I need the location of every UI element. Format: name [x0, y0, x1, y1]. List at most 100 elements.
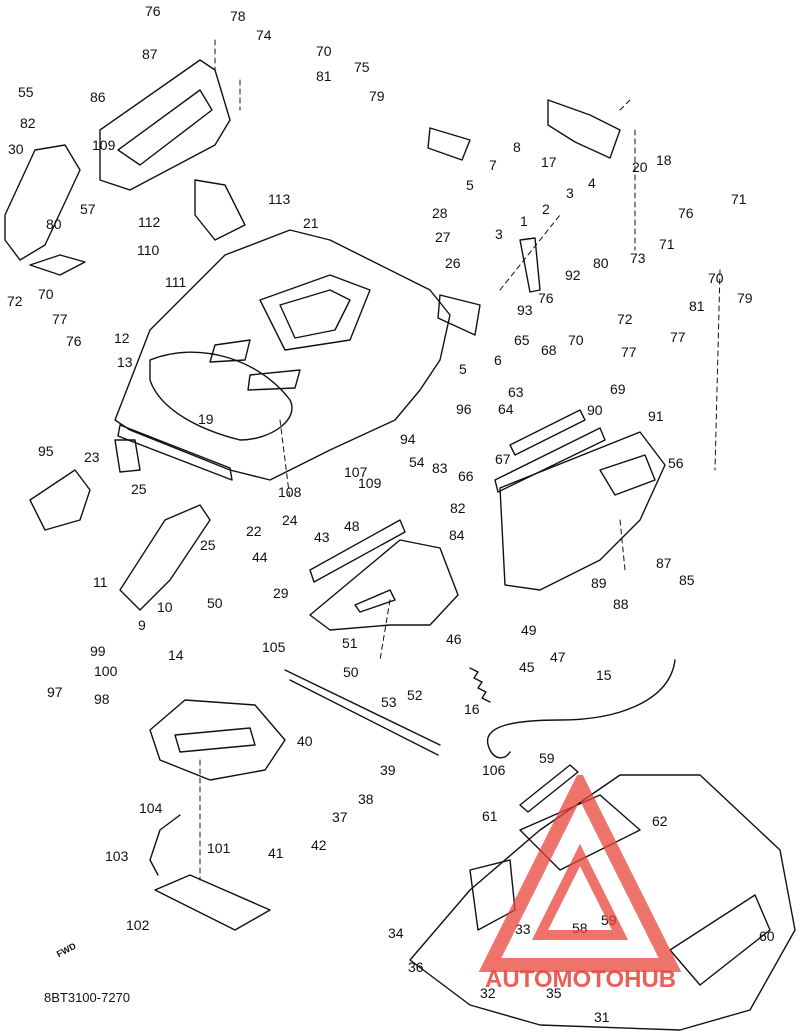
part-callout-7: 7: [489, 157, 497, 173]
part-callout-43: 43: [314, 529, 330, 545]
part-callout-94: 94: [400, 431, 416, 447]
part-callout-47: 47: [550, 649, 566, 665]
side-panel-strip: [494, 427, 606, 493]
part-callout-77: 77: [621, 344, 637, 360]
part-callout-102: 102: [126, 917, 150, 933]
part-callout-45: 45: [519, 659, 535, 675]
part-callout-83: 83: [432, 460, 448, 476]
part-callout-113: 113: [268, 191, 291, 207]
floor-mat: [154, 874, 271, 931]
part-callout-104: 104: [139, 800, 163, 816]
part-callout-105: 105: [262, 639, 286, 655]
clip-bracket-part: [29, 254, 86, 276]
rear-bracket-part: [99, 59, 231, 191]
part-callout-81: 81: [316, 68, 332, 84]
hood-panel: [114, 229, 451, 481]
part-callout-9: 9: [138, 617, 146, 633]
part-callout-35: 35: [546, 985, 562, 1001]
part-callout-25: 25: [131, 481, 147, 497]
part-callout-33: 33: [515, 921, 531, 937]
part-callout-92: 92: [565, 267, 581, 283]
part-callout-1: 1: [520, 213, 528, 229]
hood-vent-outer: [259, 274, 371, 351]
part-callout-99: 99: [90, 643, 106, 659]
rear-bracket-inner: [117, 89, 213, 166]
part-callout-75: 75: [354, 59, 370, 75]
part-callout-74: 74: [256, 27, 272, 43]
linkage-rod: [284, 669, 441, 746]
part-callout-81: 81: [689, 298, 705, 314]
part-callout-98: 98: [94, 691, 110, 707]
part-callout-59: 59: [539, 750, 555, 766]
part-callout-76: 76: [145, 3, 161, 19]
inner-duct-rail: [309, 519, 406, 583]
part-callout-46: 46: [446, 631, 462, 647]
hood-side-vent-2: [247, 369, 301, 391]
part-callout-4: 4: [588, 175, 596, 191]
part-callout-79: 79: [369, 88, 385, 104]
lower-fender: [409, 774, 796, 1031]
bumper-lip: [117, 424, 233, 481]
inner-duct: [309, 539, 459, 631]
part-callout-97: 97: [47, 684, 63, 700]
part-callout-101: 101: [207, 840, 231, 856]
left-brace: [119, 504, 211, 611]
part-callout-90: 90: [587, 402, 603, 418]
part-callout-64: 64: [498, 401, 514, 417]
part-callout-63: 63: [508, 384, 524, 400]
part-callout-25: 25: [200, 537, 216, 553]
part-callout-72: 72: [617, 311, 633, 327]
part-callout-95: 95: [38, 443, 54, 459]
part-callout-17: 17: [541, 154, 557, 170]
part-callout-30: 30: [8, 141, 24, 157]
part-callout-70: 70: [38, 286, 54, 302]
part-callout-72: 72: [7, 293, 23, 309]
cable: [486, 659, 676, 759]
reference-lines: [199, 39, 721, 881]
part-callout-85: 85: [679, 572, 695, 588]
lens-part: [427, 127, 471, 161]
part-callout-38: 38: [358, 791, 374, 807]
part-callout-36: 36: [408, 959, 424, 975]
part-callout-50: 50: [207, 595, 223, 611]
part-callout-76: 76: [538, 290, 554, 306]
part-callout-109: 109: [358, 475, 382, 491]
part-callout-55: 55: [18, 84, 34, 100]
part-callout-54: 54: [409, 454, 425, 470]
part-callout-42: 42: [311, 837, 327, 853]
hose-part: [149, 814, 181, 876]
part-callout-76: 76: [678, 205, 694, 221]
part-callout-19: 19: [198, 411, 214, 427]
part-callout-2: 2: [542, 201, 550, 217]
part-callout-14: 14: [168, 647, 184, 663]
stay-part: [519, 237, 541, 293]
part-callout-8: 8: [513, 139, 521, 155]
tray-inner: [174, 727, 256, 753]
part-callout-110: 110: [137, 242, 160, 258]
lower-tray: [149, 699, 286, 781]
part-callout-16: 16: [464, 701, 480, 717]
part-callout-3: 3: [495, 226, 503, 242]
part-callout-73: 73: [630, 250, 646, 266]
part-callout-78: 78: [230, 8, 246, 24]
part-callout-100: 100: [94, 663, 118, 679]
light-housing-part: [194, 179, 246, 241]
part-callout-107: 107: [344, 464, 368, 480]
part-callout-87: 87: [142, 46, 158, 62]
part-callout-49: 49: [521, 622, 537, 638]
part-callout-84: 84: [449, 527, 465, 543]
left-clip: [114, 439, 141, 473]
part-callout-5: 5: [466, 177, 474, 193]
part-callout-5: 5: [459, 361, 467, 377]
part-callout-21: 21: [303, 215, 319, 231]
part-callout-57: 57: [80, 201, 96, 217]
part-callout-11: 11: [93, 574, 108, 590]
part-callout-50: 50: [343, 664, 359, 680]
part-callout-68: 68: [541, 342, 557, 358]
mount-plate-part: [437, 294, 481, 336]
part-callout-79: 79: [737, 290, 753, 306]
part-callout-89: 89: [591, 575, 607, 591]
side-panel: [499, 431, 666, 591]
part-callout-3: 3: [566, 185, 574, 201]
